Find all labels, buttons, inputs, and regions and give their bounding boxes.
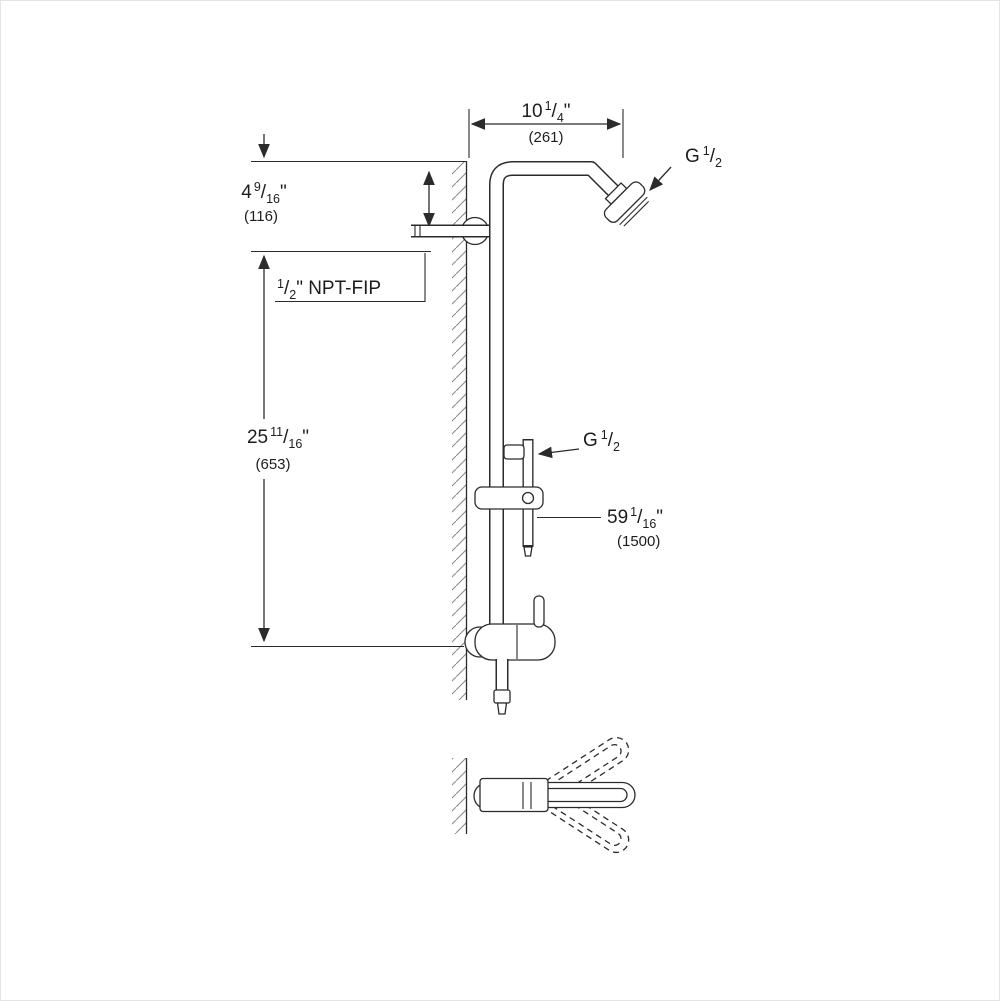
spout-mount-block — [479, 777, 549, 813]
head-thread-leader — [649, 166, 672, 191]
width-dimension-metric: (261) — [528, 129, 563, 146]
height-dimension-metric: (653) — [255, 456, 290, 473]
riser-outline — [489, 161, 620, 626]
npt-label: 1/2" NPT-FIP — [277, 277, 381, 302]
riser-fill — [490, 162, 619, 626]
head-body — [603, 181, 646, 223]
hose-nipple — [503, 444, 525, 460]
offset-dimension-metric: (116) — [244, 208, 278, 225]
hose-length-metric: (1500) — [617, 533, 660, 550]
spray-face-line — [623, 201, 650, 227]
npt-callout: 1/2" NPT-FIP — [275, 253, 426, 303]
aerator — [493, 689, 511, 704]
spout-inner-dashed — [546, 744, 622, 799]
shower-head — [603, 181, 650, 227]
supply-elbow — [408, 216, 498, 246]
hose-thread-leader — [537, 446, 580, 459]
wall-front-view — [452, 161, 468, 700]
spout-inner-dashed — [546, 791, 622, 846]
clamp-knob — [521, 491, 535, 505]
valve-lever — [533, 595, 545, 628]
spout-top-view — [452, 736, 636, 854]
diverter-valve — [464, 595, 556, 715]
hand-shower-tip — [523, 546, 533, 557]
slider-clamp — [474, 486, 544, 510]
spout-tip — [496, 702, 508, 715]
shower-riser-pipe — [489, 161, 620, 626]
wall-hatching — [452, 162, 466, 700]
valve-body — [474, 623, 556, 661]
wall-hatching-bottom — [452, 758, 466, 834]
npt-leader-line — [275, 253, 426, 303]
spray-face-line — [619, 196, 648, 226]
